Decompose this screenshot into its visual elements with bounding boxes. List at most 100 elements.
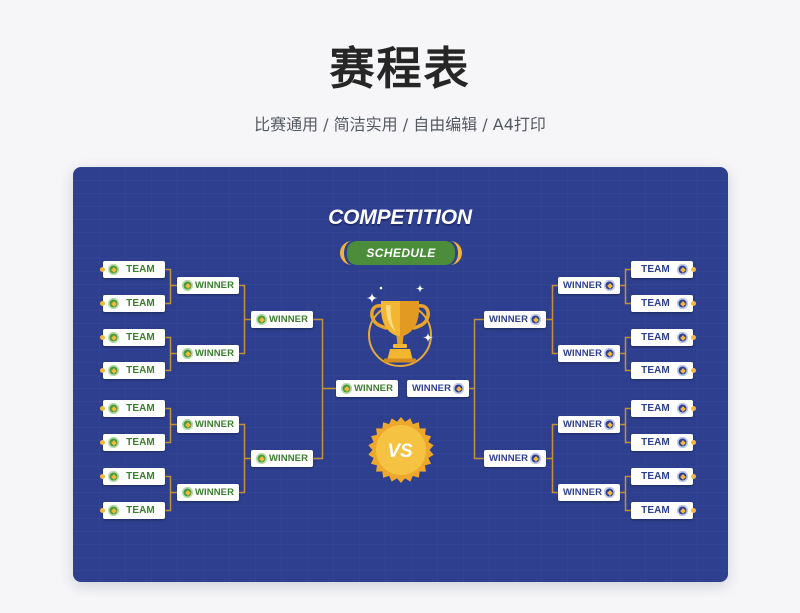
slot-dot — [100, 368, 105, 373]
slot-label: TEAM — [641, 264, 670, 275]
right-round1-slot-6: TEAM — [631, 434, 696, 451]
slot-label: WINNER — [268, 453, 309, 464]
slot-dot — [100, 267, 105, 272]
page-subtitle: 比赛通用 / 简洁实用 / 自由编辑 / A4打印 — [254, 115, 546, 134]
left-round1-slot-8: TEAM — [100, 502, 165, 519]
slot-label: TEAM — [641, 471, 670, 482]
trophy-base — [387, 349, 413, 359]
slot-label: WINNER — [194, 419, 235, 430]
slot-dot — [691, 267, 696, 272]
right-round3-slot-2: WINNER — [484, 450, 546, 467]
schedule-badge-label: SCHEDULE — [347, 241, 455, 265]
team-badge-icon — [677, 403, 688, 414]
right-round1-slot-7: TEAM — [631, 468, 696, 485]
slot-dot — [100, 474, 105, 479]
slot-label: WINNER — [194, 280, 235, 291]
slot-label: WINNER — [411, 383, 452, 394]
slot-dot — [691, 301, 696, 306]
slot-label: TEAM — [126, 505, 155, 516]
slot-label: TEAM — [641, 332, 670, 343]
schedule-badge: SCHEDULE — [340, 241, 462, 265]
right-round3-slot-1: WINNER — [484, 311, 546, 328]
team-badge-icon — [677, 332, 688, 343]
trophy-stem — [396, 336, 404, 346]
slot-label: WINNER — [562, 280, 603, 291]
slot-label: TEAM — [641, 365, 670, 376]
team-badge-icon — [108, 365, 119, 376]
left-round2-slot-4: WINNER — [177, 484, 239, 501]
slot-label: WINNER — [562, 487, 603, 498]
team-badge-icon — [108, 471, 119, 482]
team-badge-icon — [108, 403, 119, 414]
trophy-handle-left — [370, 304, 388, 330]
left-round1-slot-2: TEAM — [100, 295, 165, 312]
trophy-highlight — [386, 305, 396, 332]
sparkle-dot — [379, 286, 383, 290]
team-badge-icon — [530, 314, 541, 325]
left-round3-slot-1: WINNER — [251, 311, 313, 328]
slot-dot — [691, 474, 696, 479]
right-round2-slot-4: WINNER — [558, 484, 620, 501]
team-badge-icon — [604, 419, 615, 430]
team-badge-icon — [530, 453, 541, 464]
sparkle-icon — [422, 332, 434, 343]
team-badge-icon — [108, 298, 119, 309]
slot-label: TEAM — [641, 437, 670, 448]
slot-label: WINNER — [488, 314, 529, 325]
right-final-slot: WINNER — [407, 380, 469, 397]
team-badge-icon — [677, 298, 688, 309]
slot-label: TEAM — [126, 403, 155, 414]
team-badge-icon — [108, 437, 119, 448]
slot-label: TEAM — [126, 471, 155, 482]
right-round2-slot-1: WINNER — [558, 277, 620, 294]
team-badge-icon — [256, 453, 267, 464]
sparkle-icon — [366, 292, 378, 304]
slot-dot — [100, 406, 105, 411]
slot-label: TEAM — [126, 298, 155, 309]
slot-label: WINNER — [488, 453, 529, 464]
slot-dot — [691, 508, 696, 513]
left-round1-slot-7: TEAM — [100, 468, 165, 485]
team-badge-icon — [256, 314, 267, 325]
left-final-slot: WINNER — [336, 380, 398, 397]
team-badge-icon — [182, 280, 193, 291]
right-round2-slot-2: WINNER — [558, 345, 620, 362]
left-round2-slot-1: WINNER — [177, 277, 239, 294]
slot-dot — [100, 508, 105, 513]
team-badge-icon — [677, 437, 688, 448]
right-round1-slot-8: TEAM — [631, 502, 696, 519]
vs-starburst-icon: VS — [368, 417, 434, 483]
slot-label: WINNER — [353, 383, 394, 394]
team-badge-icon — [677, 471, 688, 482]
right-round1-slot-3: TEAM — [631, 329, 696, 346]
trophy-icon — [366, 284, 434, 367]
slot-label: WINNER — [268, 314, 309, 325]
team-badge-icon — [677, 505, 688, 516]
team-badge-icon — [182, 419, 193, 430]
page-title: 赛程表 — [329, 42, 471, 95]
team-badge-icon — [677, 264, 688, 275]
slot-label: TEAM — [126, 365, 155, 376]
team-badge-icon — [108, 332, 119, 343]
right-round1-slot-1: TEAM — [631, 261, 696, 278]
left-round1-slot-3: TEAM — [100, 329, 165, 346]
trophy-handle-right — [412, 304, 430, 330]
card-heading: COMPETITION — [328, 206, 472, 229]
slot-dot — [100, 440, 105, 445]
team-badge-icon — [604, 487, 615, 498]
slot-label: WINNER — [194, 487, 235, 498]
sparkle-icon — [415, 284, 425, 293]
slot-dot — [100, 301, 105, 306]
vs-label: VS — [387, 441, 413, 462]
left-round3-slot-2: WINNER — [251, 450, 313, 467]
slot-label: TEAM — [641, 505, 670, 516]
bracket-card — [73, 167, 728, 582]
trophy-plate — [384, 358, 416, 363]
left-round2-slot-3: WINNER — [177, 416, 239, 433]
left-round1-slot-5: TEAM — [100, 400, 165, 417]
team-badge-icon — [341, 383, 352, 394]
team-badge-icon — [108, 505, 119, 516]
trophy-bowl-shade — [400, 301, 419, 337]
slot-label: WINNER — [562, 348, 603, 359]
